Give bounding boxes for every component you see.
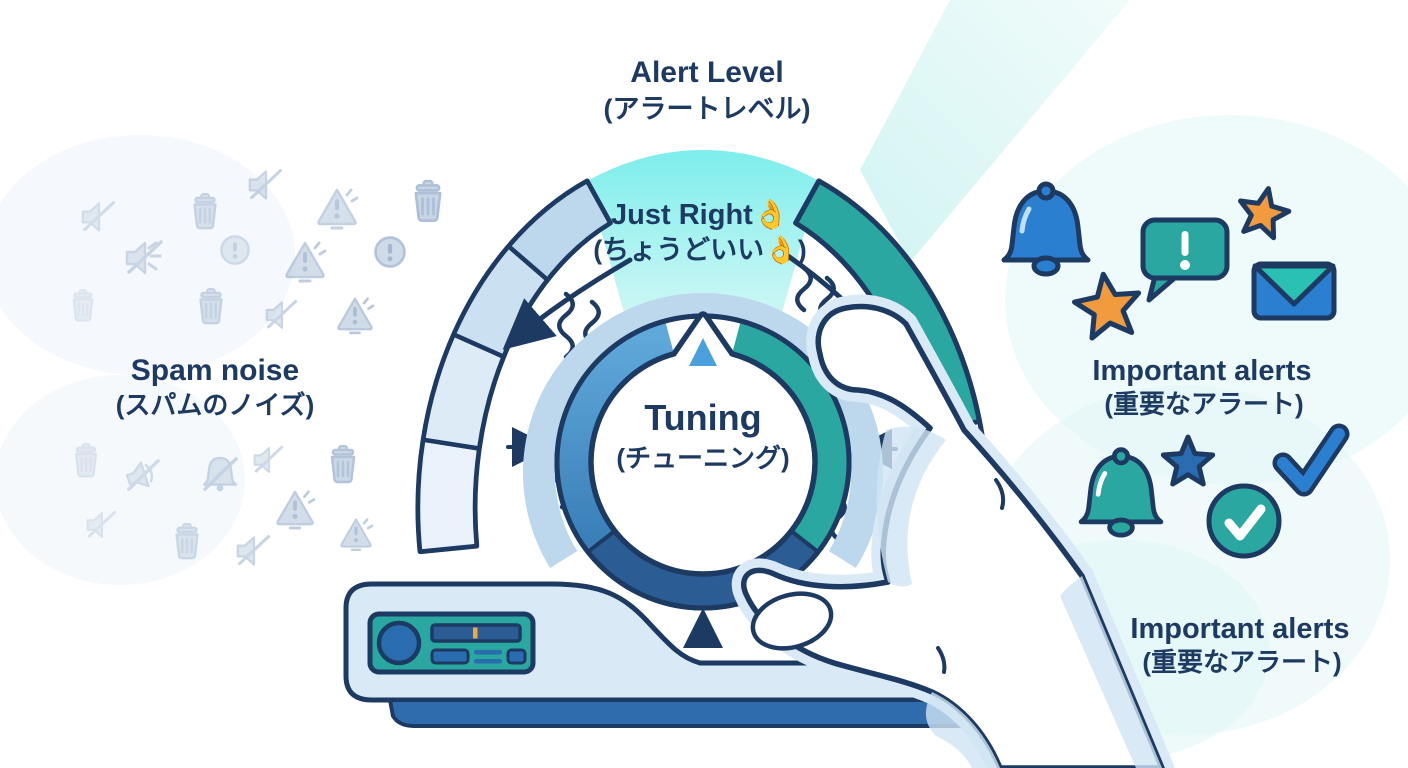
trash-icon: [72, 288, 94, 322]
tuning-knob: Tuning (チューニング): [523, 292, 883, 611]
wrist-crease: [936, 646, 947, 674]
important2-label-ja: (重要なアラート): [1142, 647, 1341, 677]
radio-knob: [376, 620, 422, 666]
hand-silhouette: [741, 303, 1165, 768]
band-segment: [506, 178, 613, 283]
bell-icon: [1001, 181, 1091, 277]
title-en: Alert Level: [630, 56, 783, 89]
warning-triangle-icon: [276, 490, 316, 530]
knob-label-en: Tuning: [644, 397, 761, 438]
labels: Alert Level (アラートレベル) Just Right👌 (ちょうどい…: [116, 56, 1350, 677]
trash-icon: [193, 192, 217, 230]
light-beam: [860, 0, 1130, 262]
chat-alert-icon: [1140, 217, 1230, 303]
checkmark-icon: [1272, 423, 1350, 497]
exclamation-circle-icon: [220, 235, 250, 265]
rotate-left-arrow: [502, 257, 633, 350]
thumbnail: [750, 591, 834, 651]
radio-button: [506, 648, 527, 665]
knob-label-ja: (チューニング): [616, 443, 789, 473]
trash-icon: [74, 442, 98, 478]
trash-icon: [414, 179, 442, 222]
radio-button: [430, 648, 470, 665]
sweet-spot-label-ja: (ちょうどいい👌): [593, 235, 807, 265]
title-ja: (アラートレベル): [604, 94, 811, 124]
knuckle-crease: [994, 478, 1006, 510]
warning-triangle-icon: [340, 518, 374, 551]
exclamation-circle-icon: [374, 236, 406, 268]
muted-speaker-icon: [236, 535, 270, 567]
spam-label-ja: (スパムのノイズ): [116, 390, 315, 420]
warning-triangle-icon: [317, 188, 359, 230]
knob-pointer: [689, 338, 717, 366]
spam-label-en: Spam noise: [131, 354, 299, 387]
hand-shading: [925, 692, 1000, 768]
check-circle-icon: [1206, 483, 1282, 559]
knob-halo-ring: [523, 292, 883, 568]
envelope-icon: [1251, 261, 1337, 321]
important-label-en: Important alerts: [1092, 355, 1311, 387]
trash-icon: [175, 522, 199, 560]
important-icon-field: [1001, 181, 1350, 559]
frequency-tick: [473, 627, 478, 639]
warning-triangle-icon: [337, 297, 375, 335]
trash-icon: [199, 287, 223, 325]
important-label-ja: (重要なアラート): [1104, 389, 1303, 419]
hand: [731, 294, 1174, 768]
muted-speaker-icon: [253, 445, 284, 474]
radio-vent: [474, 659, 502, 664]
sweet-spot-label-en: Just Right👌: [611, 198, 789, 231]
trash-icon: [330, 444, 356, 484]
bell-icon: [1078, 447, 1164, 538]
hand-shading: [876, 426, 946, 587]
band-segment: [415, 437, 482, 554]
hand-shading: [1060, 576, 1162, 768]
important2-label-en: Important alerts: [1130, 613, 1349, 645]
radio-vent: [474, 650, 502, 655]
